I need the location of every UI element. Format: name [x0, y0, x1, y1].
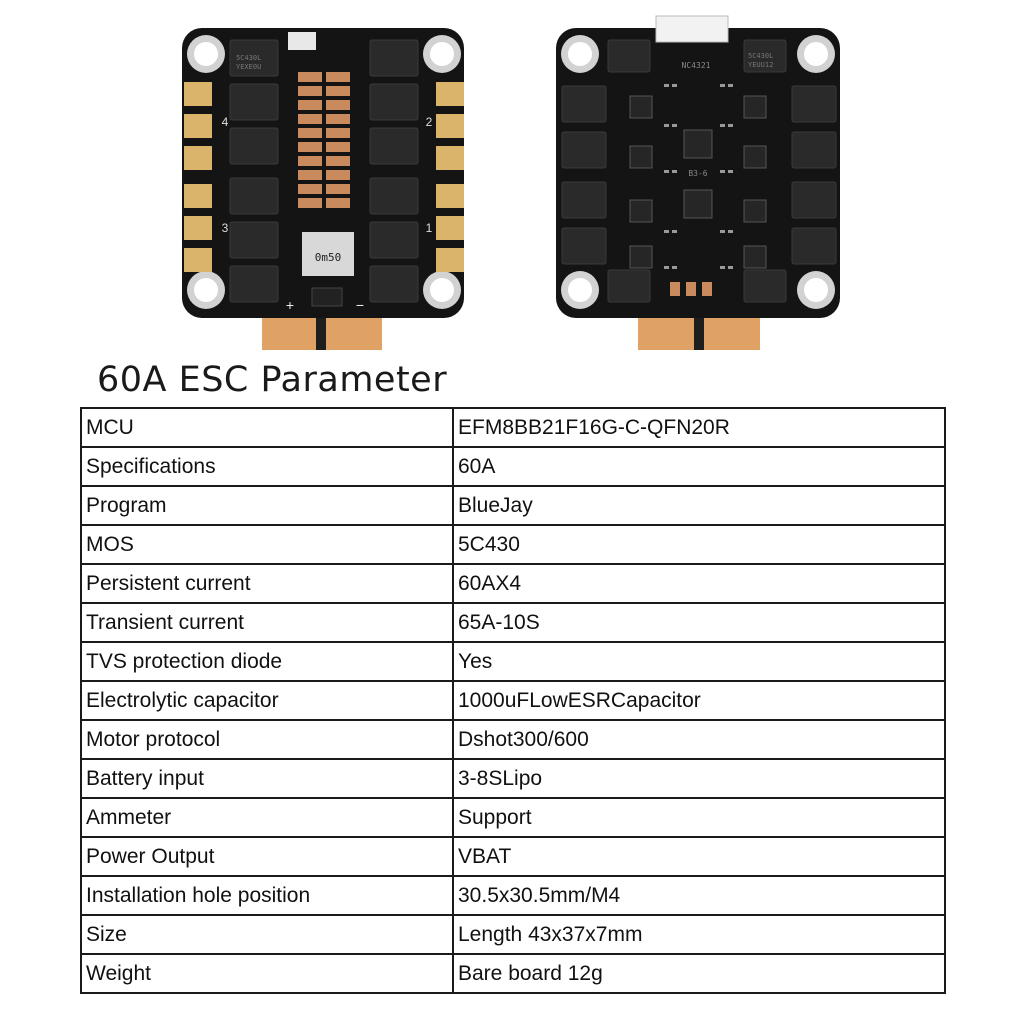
signal-connector	[288, 32, 316, 50]
param-key: Specifications	[80, 446, 454, 487]
mosfet-marking: 5C430L	[748, 52, 773, 60]
param-key: Transient current	[80, 602, 454, 643]
table-row: MOS 5C430	[80, 524, 946, 565]
param-value: 60AX4	[452, 563, 946, 604]
param-value: EFM8BB21F16G-C-QFN20R	[452, 407, 946, 448]
tvs-diode	[311, 287, 343, 307]
driver-ics	[629, 95, 767, 269]
param-key: Power Output	[80, 836, 454, 877]
table-row: Program BlueJay	[80, 485, 946, 526]
connector-marking: NC4321	[682, 61, 711, 70]
passive-components	[664, 84, 733, 269]
mosfet-marking: 5C430L	[236, 54, 261, 62]
table-row: Specifications 60A	[80, 446, 946, 487]
param-value: Yes	[452, 641, 946, 682]
table-row: Motor protocol Dshot300/600	[80, 719, 946, 760]
motor-pads	[184, 82, 464, 272]
shunt-label: 0m50	[315, 251, 342, 264]
motor-label-1: 1	[426, 221, 433, 235]
table-row: Power Output VBAT	[80, 836, 946, 877]
table-row: Ammeter Support	[80, 797, 946, 838]
mosfet-code: YEXE0U	[236, 63, 261, 71]
table-row: Installation hole position 30.5x30.5mm/M…	[80, 875, 946, 916]
pad-divider	[316, 302, 326, 350]
mosfets	[229, 39, 419, 303]
table-row: MCU EFM8BB21F16G-C-QFN20R	[80, 407, 946, 448]
signal-connector	[655, 15, 729, 43]
param-key: Ammeter	[80, 797, 454, 838]
page-title: 60A ESC Parameter	[97, 360, 448, 400]
param-value: BlueJay	[452, 485, 946, 526]
mounting-holes	[187, 35, 461, 309]
table-row: Transient current 65A-10S	[80, 602, 946, 643]
mcu-marking: B3-6	[688, 169, 707, 178]
mosfet-code: YEUU12	[748, 61, 773, 69]
param-key: Size	[80, 914, 454, 955]
param-key: Weight	[80, 953, 454, 994]
param-value: VBAT	[452, 836, 946, 877]
table-row: Electrolytic capacitor 1000uFLowESRCapac…	[80, 680, 946, 721]
param-value: Bare board 12g	[452, 953, 946, 994]
param-value: 1000uFLowESRCapacitor	[452, 680, 946, 721]
mounting-holes	[561, 35, 835, 309]
pcb-body	[556, 28, 840, 318]
param-key: TVS protection diode	[80, 641, 454, 682]
table-row: Battery input 3-8SLipo	[80, 758, 946, 799]
motor-label-4: 4	[222, 115, 229, 129]
polarity-minus: −	[356, 297, 364, 313]
param-value: 65A-10S	[452, 602, 946, 643]
param-value: 3-8SLipo	[452, 758, 946, 799]
param-key: Motor protocol	[80, 719, 454, 760]
param-key: Electrolytic capacitor	[80, 680, 454, 721]
param-value: 60A	[452, 446, 946, 487]
polarity-plus: +	[286, 297, 294, 313]
table-row: Persistent current 60AX4	[80, 563, 946, 604]
param-key: MCU	[80, 407, 454, 448]
capacitors-back	[670, 282, 712, 296]
motor-label-3: 3	[222, 221, 229, 235]
pad-divider	[694, 302, 704, 350]
mosfets	[561, 39, 837, 303]
table-row: Weight Bare board 12g	[80, 953, 946, 994]
param-value: Dshot300/600	[452, 719, 946, 760]
param-key: Program	[80, 485, 454, 526]
esc-board-back-image: NC4321 5C430L YEUU12 B3-6	[556, 15, 840, 350]
param-value: Length 43x37x7mm	[452, 914, 946, 955]
product-photos: 5C430L YEXE0U 0m50 4 3 2 1 + −	[0, 0, 1024, 360]
param-value: 5C430	[452, 524, 946, 565]
param-key: Battery input	[80, 758, 454, 799]
motor-label-2: 2	[426, 115, 433, 129]
capacitor-array	[298, 72, 350, 208]
table-row: Size Length 43x37x7mm	[80, 914, 946, 955]
param-key: Persistent current	[80, 563, 454, 604]
current-shunt	[302, 232, 354, 276]
param-value: Support	[452, 797, 946, 838]
param-value: 30.5x30.5mm/M4	[452, 875, 946, 916]
param-key: MOS	[80, 524, 454, 565]
esc-board-front-image: 5C430L YEXE0U 0m50 4 3 2 1 + −	[182, 28, 464, 350]
param-key: Installation hole position	[80, 875, 454, 916]
table-row: TVS protection diode Yes	[80, 641, 946, 682]
parameter-table: MCU EFM8BB21F16G-C-QFN20R Specifications…	[80, 407, 946, 994]
